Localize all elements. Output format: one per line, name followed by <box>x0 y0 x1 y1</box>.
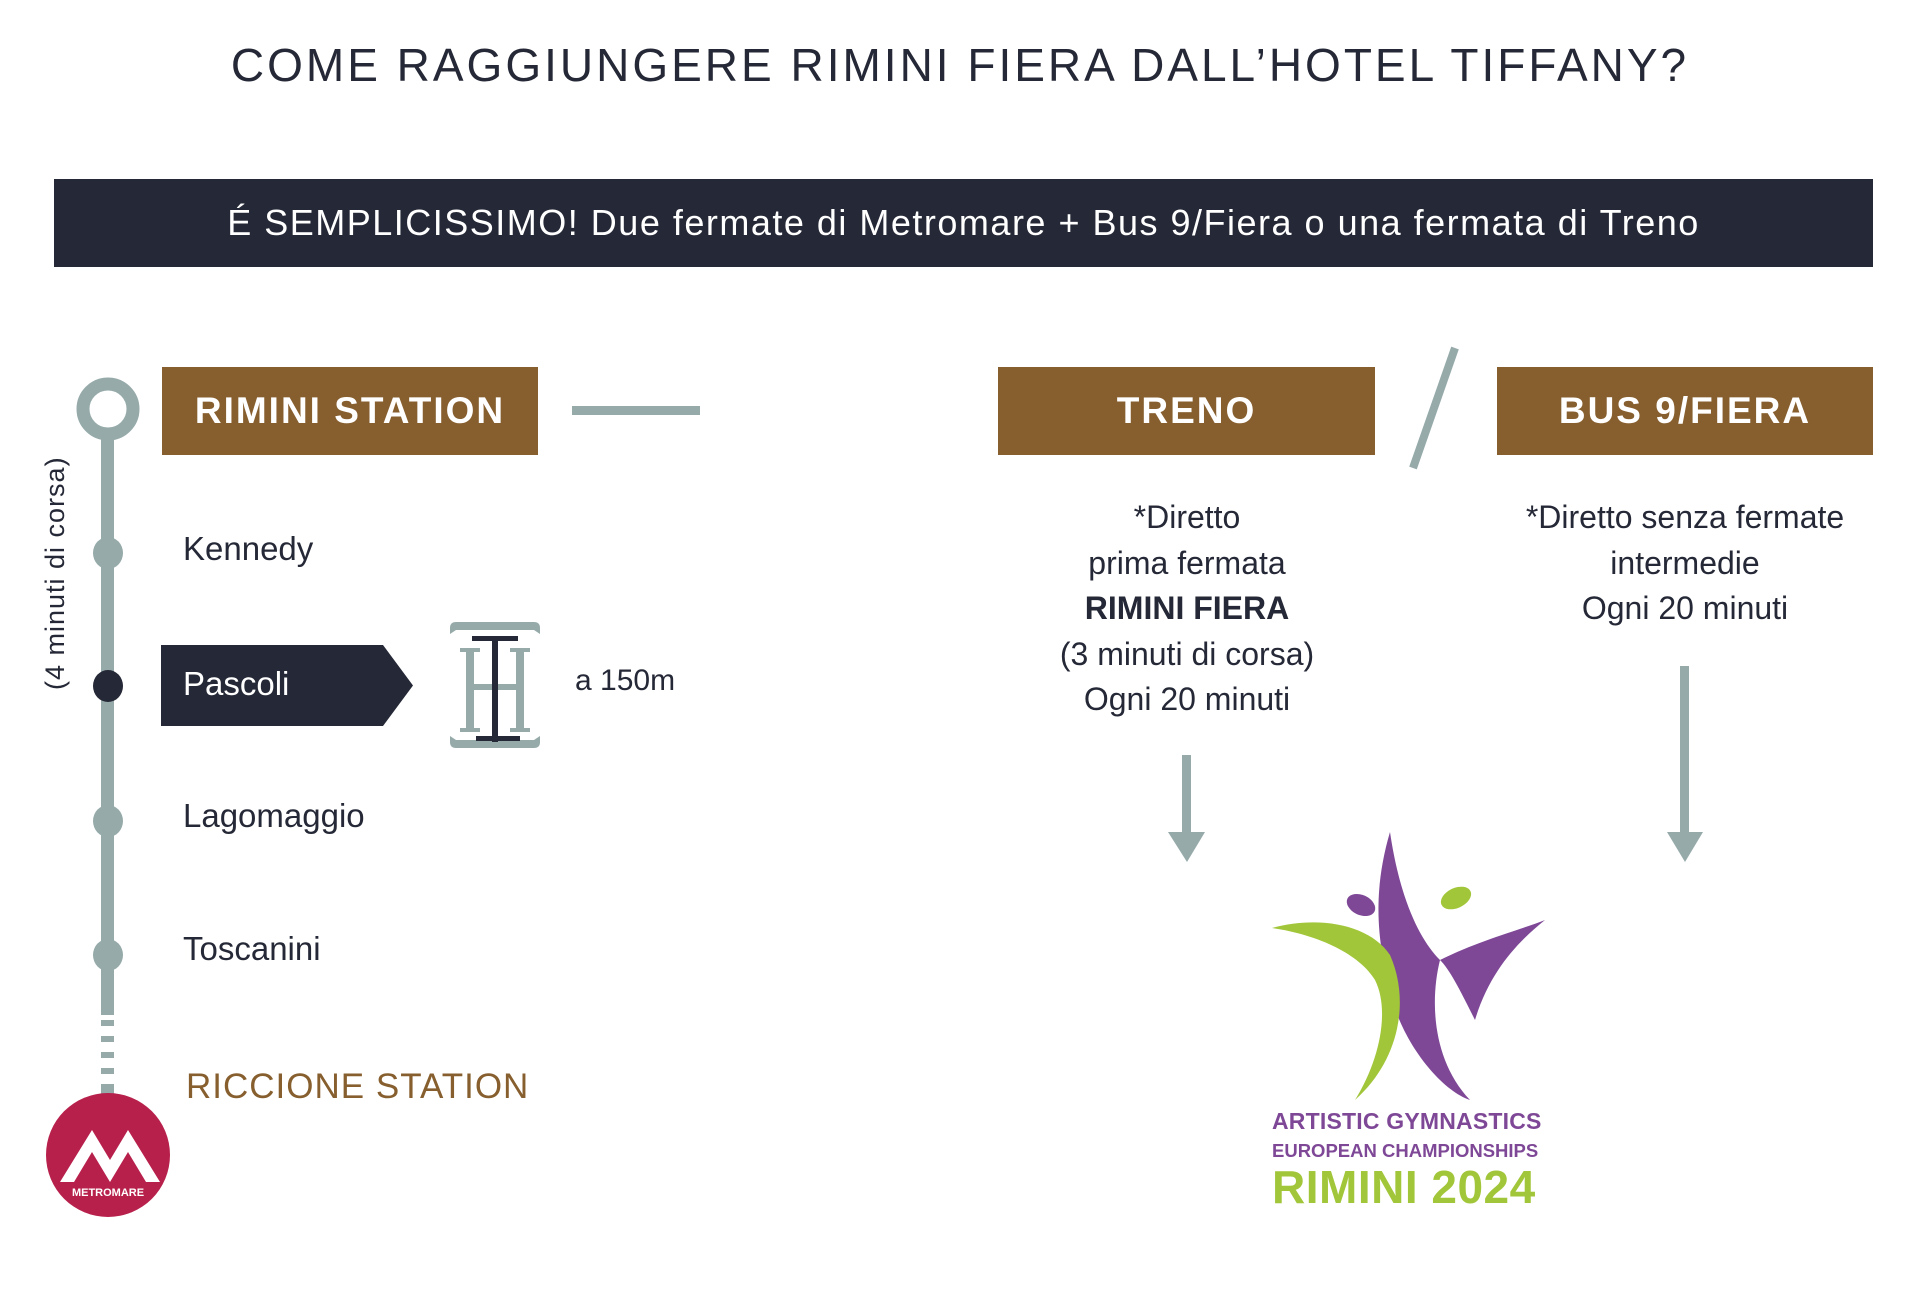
arrow-down-treno-icon <box>1168 755 1205 862</box>
metromare-m-icon <box>60 1130 160 1182</box>
stop-dot-kennedy <box>93 537 123 569</box>
summary-banner-text: É SEMPLICISSIMO! Due fermate di Metromar… <box>227 202 1700 243</box>
event-logo-line2: EUROPEAN CHAMPIONSHIPS <box>1272 1140 1539 1161</box>
stop-dot-pascoli <box>93 670 123 702</box>
riccione-station-label: RICCIONE STATION <box>186 1067 530 1106</box>
stop-dot-toscanini <box>93 939 123 971</box>
stop-toscanini: Toscanini <box>183 930 321 967</box>
bus-info-line: Ogni 20 minuti <box>1581 590 1789 626</box>
arrow-down-bus-icon <box>1667 666 1703 862</box>
treno-info-line: prima fermata <box>1088 544 1286 581</box>
treno-box: TRENO <box>998 367 1375 455</box>
treno-info-line: Ogni 20 minuti <box>1083 681 1291 717</box>
bus-label: BUS 9/FIERA <box>1558 390 1812 431</box>
event-logo-line1: ARTISTIC GYMNASTICS <box>1272 1108 1542 1134</box>
options-diagram <box>1168 346 1703 1100</box>
rimini-station-box: RIMINI STATION <box>162 367 538 455</box>
treno-destination: RIMINI FIERA <box>1084 590 1290 626</box>
stop-pascoli: Pascoli <box>183 665 290 702</box>
summary-banner: É SEMPLICISSIMO! Due fermate di Metromar… <box>54 179 1873 267</box>
bus-info-line: *Diretto senza fermate <box>1525 499 1845 535</box>
hotel-distance: a 150m <box>575 664 676 697</box>
stop-kennedy: Kennedy <box>183 530 314 567</box>
stop-pascoli-tag: Pascoli <box>161 645 413 726</box>
metro-rail <box>101 430 114 1015</box>
metromare-logo: METROMARE <box>46 1093 170 1217</box>
bus-info-line: intermedie <box>1610 544 1760 581</box>
metro-travel-time: (4 minuti di corsa) <box>40 456 70 690</box>
arrow-right-icon <box>572 406 700 415</box>
bus-info: *Diretto senza fermate intermedie Ogni 2… <box>1485 495 1885 632</box>
stop-lagomaggio: Lagomaggio <box>183 797 365 834</box>
hotel-tiffany-logo-icon <box>450 622 540 748</box>
treno-info-line: (3 minuti di corsa) <box>1059 635 1315 672</box>
metro-rail-dashed <box>101 1020 114 1094</box>
stop-dot-lagomaggio <box>93 805 123 837</box>
metro-line-diagram: METROMARE <box>46 377 700 1217</box>
bus-box: BUS 9/FIERA <box>1497 367 1873 455</box>
treno-label: TRENO <box>1116 390 1257 431</box>
metromare-logo-text: METROMARE <box>72 1187 144 1199</box>
gymnastics-figure-logo-icon <box>1272 832 1545 1100</box>
start-station-ring-icon <box>76 377 140 441</box>
treno-info: *Diretto prima fermata RIMINI FIERA (3 m… <box>987 495 1387 723</box>
treno-info-line: *Diretto <box>1133 499 1241 535</box>
rimini-station-label: RIMINI STATION <box>194 390 506 431</box>
page-title: COME RAGGIUNGERE RIMINI FIERA DALL’HOTEL… <box>230 39 1690 91</box>
event-logo-line3: RIMINI 2024 <box>1272 1161 1536 1213</box>
or-separator-slash <box>1409 346 1459 470</box>
